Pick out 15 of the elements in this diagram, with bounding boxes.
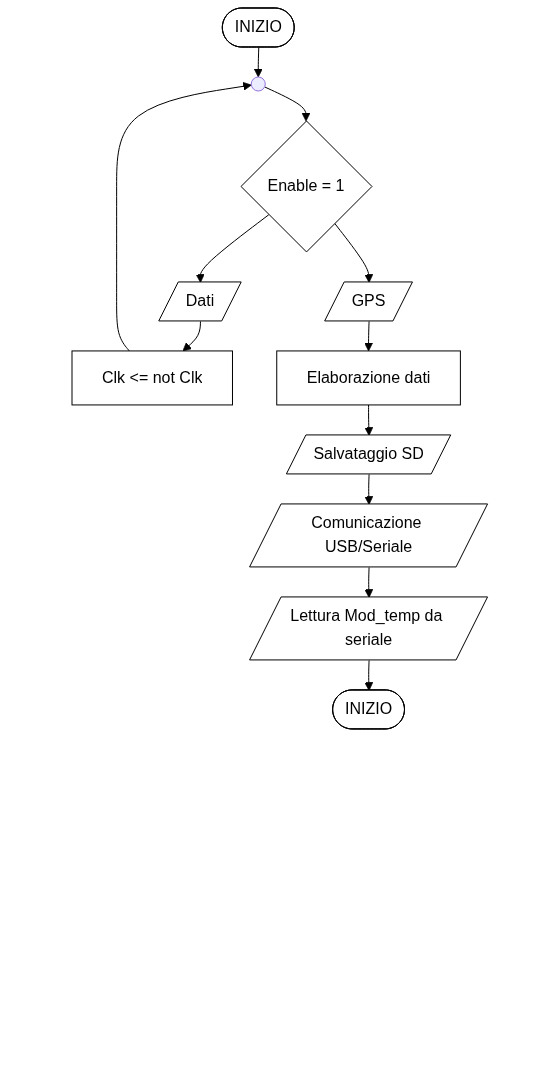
- arrow: [364, 320, 374, 352]
- arrow: [364, 659, 374, 691]
- arrow: [364, 566, 374, 598]
- node-diamond: Enable = 1: [240, 120, 373, 253]
- arrow: [196, 214, 270, 283]
- node-box: Clk <= not Clk: [71, 350, 234, 406]
- node-box: Elaborazione dati: [276, 350, 462, 406]
- arrow: [116, 81, 252, 352]
- arrow: [364, 404, 374, 436]
- arrow: [364, 473, 374, 505]
- arrow: [334, 222, 374, 283]
- arrow: [254, 47, 263, 78]
- arrow: [264, 86, 311, 122]
- node-circle: [251, 76, 266, 92]
- arrow: [182, 320, 202, 352]
